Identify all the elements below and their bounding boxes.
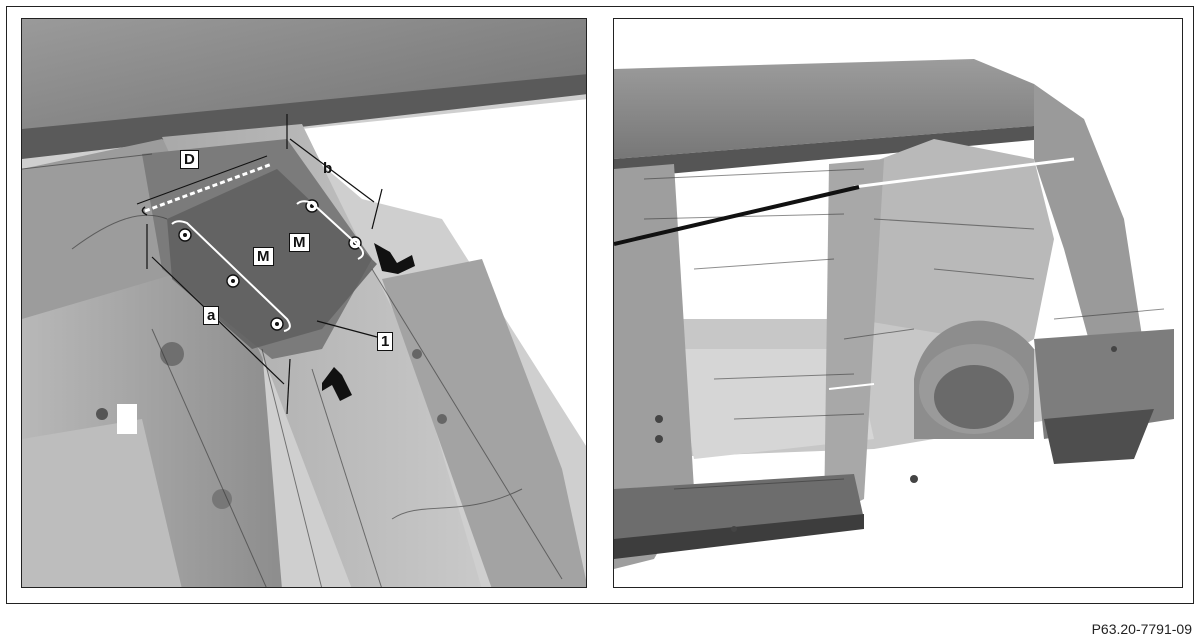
overview-panel [613,18,1183,588]
detail-view-panel: D b M M a 1 [21,18,587,588]
callout-part-1: 1 [377,332,394,351]
callout-D: D [180,150,199,169]
callout-M-lower: M [253,247,274,266]
detail-view-illustration [22,19,586,587]
vehicle-body-illustration [614,19,1182,587]
figure-reference-code: P63.20-7791-09 [1091,621,1192,637]
dimension-b-label: b [323,160,333,177]
callout-M-upper: M [289,233,310,252]
dimension-a-label: a [203,306,220,325]
